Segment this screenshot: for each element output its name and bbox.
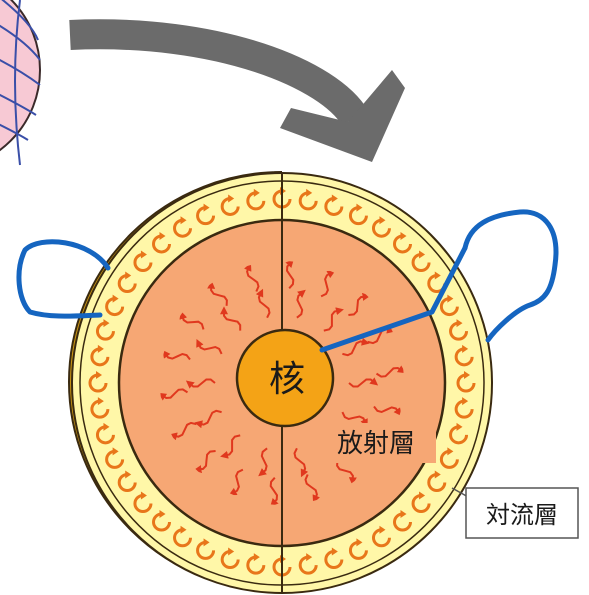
curved-arrow-icon xyxy=(70,34,405,162)
convective-label: 対流層 xyxy=(486,501,558,529)
globe-fragment xyxy=(0,0,40,170)
radiative-label: 放射層 xyxy=(337,429,415,459)
convective-label-box: 対流層 xyxy=(452,488,578,538)
core-label: 核 xyxy=(269,359,305,400)
